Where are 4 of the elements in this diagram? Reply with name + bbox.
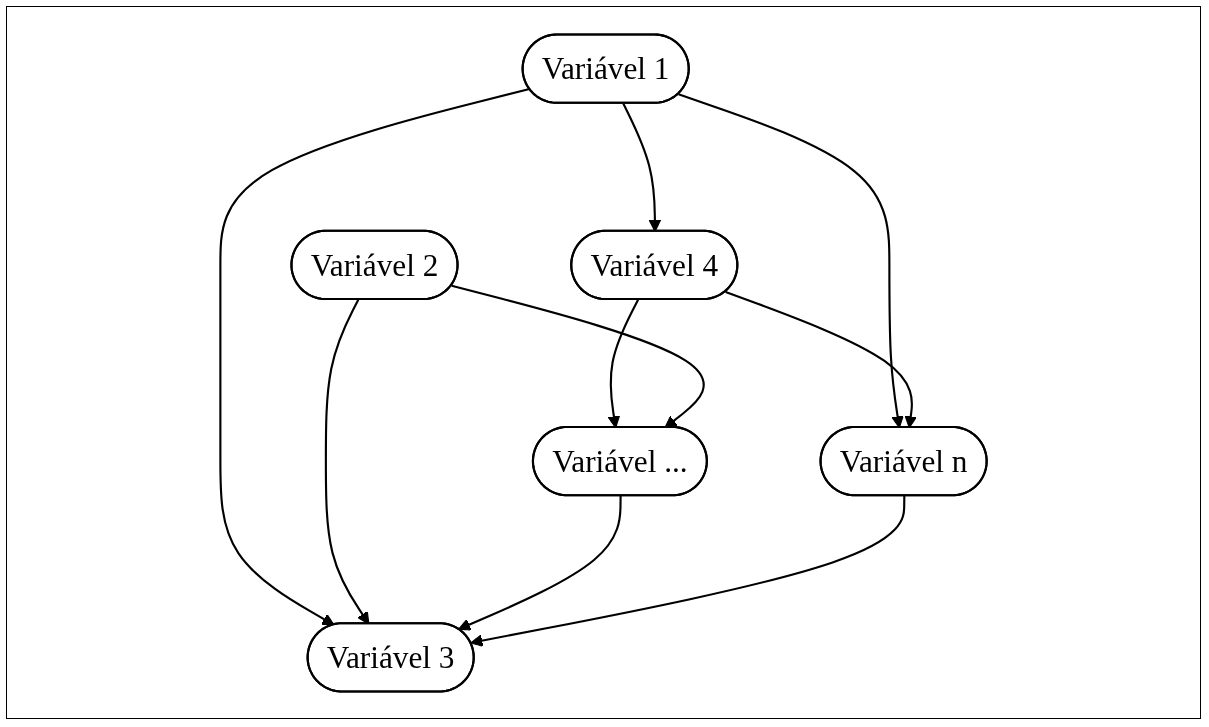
arrow (458, 495, 622, 631)
arrow (451, 284, 705, 428)
arrow (219, 87, 530, 626)
arrow (470, 495, 906, 647)
